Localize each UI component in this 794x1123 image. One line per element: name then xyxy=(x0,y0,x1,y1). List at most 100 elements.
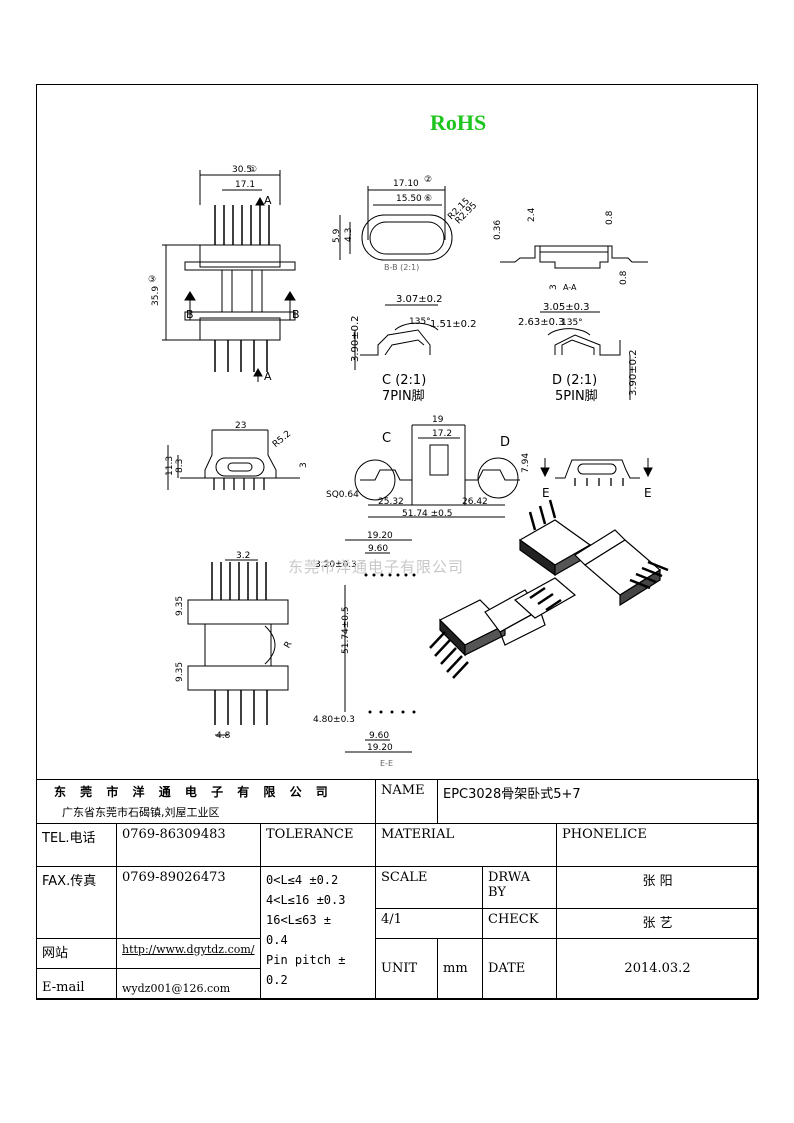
side-view: 23 R5.2 11.3 8.3 3 xyxy=(165,421,309,490)
name-value: EPC3028骨架卧式5+7 xyxy=(436,779,760,824)
company-address: 广东省东莞市石碣镇,刘屋工业区 xyxy=(62,806,220,819)
dim-bottom-32: 3.2 xyxy=(236,551,250,561)
name-label: NAME xyxy=(375,779,438,824)
dim-d-pin: 2.63±0.3 xyxy=(518,317,565,328)
watermark-text: 东莞市洋通电子有限公司 xyxy=(288,558,465,576)
dim-aa-1: 2.4 xyxy=(527,207,537,222)
dim-bottom-r: R xyxy=(283,640,295,650)
callout-b-left: B xyxy=(186,308,194,321)
aa-section: 2.4 0.8 0.36 3 0.8 A-A xyxy=(493,207,648,292)
front-label-c: C xyxy=(382,431,391,446)
dim-bb-h2: 4.3 xyxy=(344,228,354,242)
tolerance-label: TOLERANCE xyxy=(260,823,376,867)
unit-label: UNIT xyxy=(375,938,438,999)
web-cell: http://www.dgytdz.com/ xyxy=(116,938,261,969)
tolerance-values: 0<L≤4 ±0.2 4<L≤16 ±0.3 16<L≤63 ± 0.4 Pin… xyxy=(260,866,376,999)
isometric-view-1 xyxy=(518,499,669,607)
dim-fp-1920-bot: 19.20 xyxy=(367,743,393,753)
dim-bb-inner: 15.50 xyxy=(396,194,422,204)
ee-label-left: E xyxy=(542,486,550,500)
tolerance-line-1: 0<L≤4 ±0.2 xyxy=(266,873,339,887)
dim-d-width: 3.05±0.3 xyxy=(543,302,590,313)
dim-front-17: 17.2 xyxy=(432,429,452,439)
drawing-sheet-border xyxy=(36,84,758,1000)
dim-fp-960-top: 9.60 xyxy=(368,544,388,554)
email-value: wydz001@126.com xyxy=(116,968,261,999)
dim-side-top: 23 xyxy=(235,421,246,431)
detail-d: 3.05±0.3 2.63±0.3 135° 3.90±0.2 D (2:1) … xyxy=(518,302,639,404)
dim-top-width: 30.5 xyxy=(232,165,252,175)
tel-value: 0769-86309483 xyxy=(116,823,261,867)
bb-section: 17.10 15.50 ② ⑥ R2.15 R2.95 5.9 4.3 B-B … xyxy=(332,175,479,272)
dim-fp-5174: 51.74±0.5 xyxy=(341,606,351,654)
bb-label: B-B (2:1) xyxy=(384,263,419,272)
front-label-d: D xyxy=(500,435,510,450)
dim-front-2642: 26.42 xyxy=(462,497,488,507)
dim-fp-480: 4.80±0.3 xyxy=(313,715,355,725)
dim-aa-5: 0.8 xyxy=(619,270,629,285)
dim-side-3: 3 xyxy=(299,462,309,468)
tolerance-line-4: Pin pitch ± xyxy=(266,953,346,967)
material-label: MATERIAL xyxy=(375,823,557,867)
dim-side-h2: 8.3 xyxy=(175,459,185,473)
ee-section-label: E-E xyxy=(380,759,393,768)
dim-front-19: 19 xyxy=(432,415,444,425)
callout-a-bottom: A xyxy=(264,370,272,383)
footprint-view: 19.20 9.60 3.20±0.3 51.74±0.5 4.80±0.3 9… xyxy=(313,531,416,768)
fax-label: FAX.传真 xyxy=(36,866,117,939)
unit-value: mm xyxy=(437,938,483,999)
dim-bb-outer: 17.10 xyxy=(393,179,419,189)
fax-value: 0769-89026473 xyxy=(116,866,261,939)
technical-drawing: 30.5 17.1 ① B B A A 35. xyxy=(148,165,669,768)
bottom-view: 3.2 R 9.35 9.35 4.8 xyxy=(175,551,294,741)
dim-top-height: 35.9 xyxy=(151,286,161,306)
bubble-2: ② xyxy=(424,175,432,185)
title-block: 东 莞 市 洋 通 电 子 有 限 公 司 广东省东莞市石碣镇,刘屋工业区 NA… xyxy=(36,779,760,999)
dim-bottom-935a: 9.35 xyxy=(175,596,185,616)
dim-d-height: 3.90±0.2 xyxy=(628,349,639,396)
tolerance-line-3b: 0.4 xyxy=(266,933,288,947)
bubble-3: ③ xyxy=(148,275,156,285)
detail-d-title: D (2:1) xyxy=(552,373,597,388)
dim-c-height: 3.90±0.2 xyxy=(350,315,361,362)
bubble-6: ⑥ xyxy=(424,194,432,204)
callout-b-right: B xyxy=(292,308,300,321)
date-value: 2014.03.2 xyxy=(555,938,760,999)
check-value: 张 艺 xyxy=(555,908,760,939)
scale-label: SCALE xyxy=(375,866,483,909)
dim-fp-320: 3.20±0.3 xyxy=(315,560,357,570)
isometric-view-2 xyxy=(429,577,577,679)
dim-d-angle: 135° xyxy=(561,318,583,328)
detail-d-subtitle: 5PIN脚 xyxy=(555,388,598,404)
dim-bottom-935b: 9.35 xyxy=(175,662,185,682)
dim-top-inner: 17.1 xyxy=(235,180,255,190)
drwaby-label-line-1: DRWA xyxy=(488,870,531,885)
company-name: 东 莞 市 洋 通 电 子 有 限 公 司 xyxy=(54,785,333,799)
dim-side-h1: 11.3 xyxy=(165,456,175,476)
dim-bb-h1: 5.9 xyxy=(332,228,342,243)
detail-c-title: C (2:1) xyxy=(382,373,426,388)
dim-aa-2: 0.8 xyxy=(605,210,615,225)
company-cell: 东 莞 市 洋 通 电 子 有 限 公 司 广东省东莞市石碣镇,刘屋工业区 xyxy=(36,779,376,824)
web-label: 网站 xyxy=(36,938,117,969)
tolerance-line-4b: 0.2 xyxy=(266,973,288,987)
dim-bottom-48: 4.8 xyxy=(216,731,231,741)
date-label: DATE xyxy=(482,938,557,999)
dim-c-pin: 1.51±0.2 xyxy=(430,319,477,330)
tolerance-line-3: 16<L≤63 ± xyxy=(266,913,332,927)
ee-view: E E xyxy=(540,458,653,500)
dim-c-angle: 135° xyxy=(409,317,431,327)
bubble-1: ① xyxy=(249,165,257,175)
dim-c-width: 3.07±0.2 xyxy=(396,294,443,305)
dim-aa-4: 3 xyxy=(549,284,559,290)
website-link[interactable]: http://www.dgytdz.com/ xyxy=(122,943,255,956)
callout-a-top: A xyxy=(264,194,272,207)
dim-aa-3: 0.36 xyxy=(493,220,503,240)
tel-label: TEL.电话 xyxy=(36,823,117,867)
drwaby-label-line-2: BY xyxy=(488,885,506,900)
dim-front-794: 7.94 xyxy=(521,453,531,473)
phonelice-label: PHONELICE xyxy=(555,823,760,867)
drwaby-value: 张 阳 xyxy=(555,866,760,909)
tolerance-line-2: 4<L≤16 ±0.3 xyxy=(266,893,346,907)
dim-fp-960-bot: 9.60 xyxy=(369,731,389,741)
